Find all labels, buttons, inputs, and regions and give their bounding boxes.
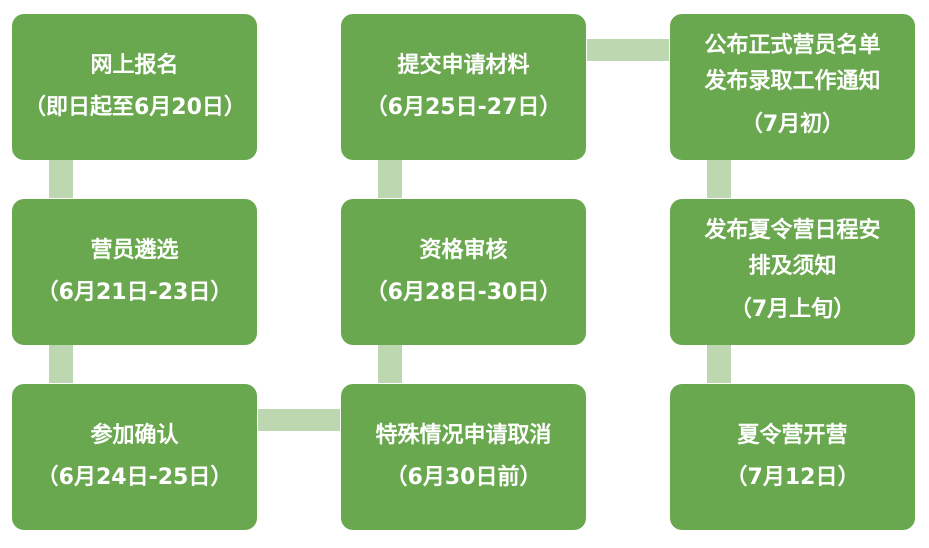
connector-vertical xyxy=(49,345,73,383)
step-submit-materials: 提交申请材料 （6月25日-27日） xyxy=(341,14,586,160)
step-title: 夏令营开营 xyxy=(737,423,848,448)
step-title-line1: 发布夏令营日程安 xyxy=(704,218,881,243)
connector-vertical xyxy=(707,160,731,198)
step-special-cancellation: 特殊情况申请取消 （6月30日前） xyxy=(341,384,586,530)
step-online-registration: 网上报名 （即日起至6月20日） xyxy=(12,14,257,160)
step-date: （即日起至6月20日） xyxy=(24,95,246,120)
step-publish-schedule: 发布夏令营日程安 排及须知 （7月上旬） xyxy=(670,199,915,345)
step-title: 特殊情况申请取消 xyxy=(375,423,552,448)
step-member-selection: 营员遴选 （6月21日-23日） xyxy=(12,199,257,345)
step-date: （6月24日-25日） xyxy=(36,465,233,490)
connector-horizontal xyxy=(258,409,340,431)
step-date: （6月25日-27日） xyxy=(365,95,562,120)
step-title-line1: 公布正式营员名单 xyxy=(704,33,881,58)
step-date: （6月21日-23日） xyxy=(36,280,233,305)
step-title: 参加确认 xyxy=(90,423,179,448)
connector-vertical xyxy=(378,345,402,383)
step-date: （7月12日） xyxy=(725,465,860,490)
step-date: （7月上旬） xyxy=(729,297,856,322)
step-title: 提交申请材料 xyxy=(397,53,530,78)
step-participation-confirm: 参加确认 （6月24日-25日） xyxy=(12,384,257,530)
step-publish-roster: 公布正式营员名单 发布录取工作通知 （7月初） xyxy=(670,14,915,160)
step-title: 资格审核 xyxy=(419,238,508,263)
step-date: （7月初） xyxy=(740,112,845,137)
connector-vertical xyxy=(49,160,73,198)
connector-horizontal xyxy=(587,39,669,61)
step-date: （6月28日-30日） xyxy=(365,280,562,305)
step-date: （6月30日前） xyxy=(385,465,542,490)
step-title: 网上报名 xyxy=(90,53,179,78)
step-title-line2: 发布录取工作通知 xyxy=(704,69,881,94)
step-title: 营员遴选 xyxy=(90,238,179,263)
step-camp-opening: 夏令营开营 （7月12日） xyxy=(670,384,915,530)
step-qualification-review: 资格审核 （6月28日-30日） xyxy=(341,199,586,345)
step-title-line2: 排及须知 xyxy=(748,254,837,279)
connector-vertical xyxy=(707,345,731,383)
connector-vertical xyxy=(378,160,402,198)
